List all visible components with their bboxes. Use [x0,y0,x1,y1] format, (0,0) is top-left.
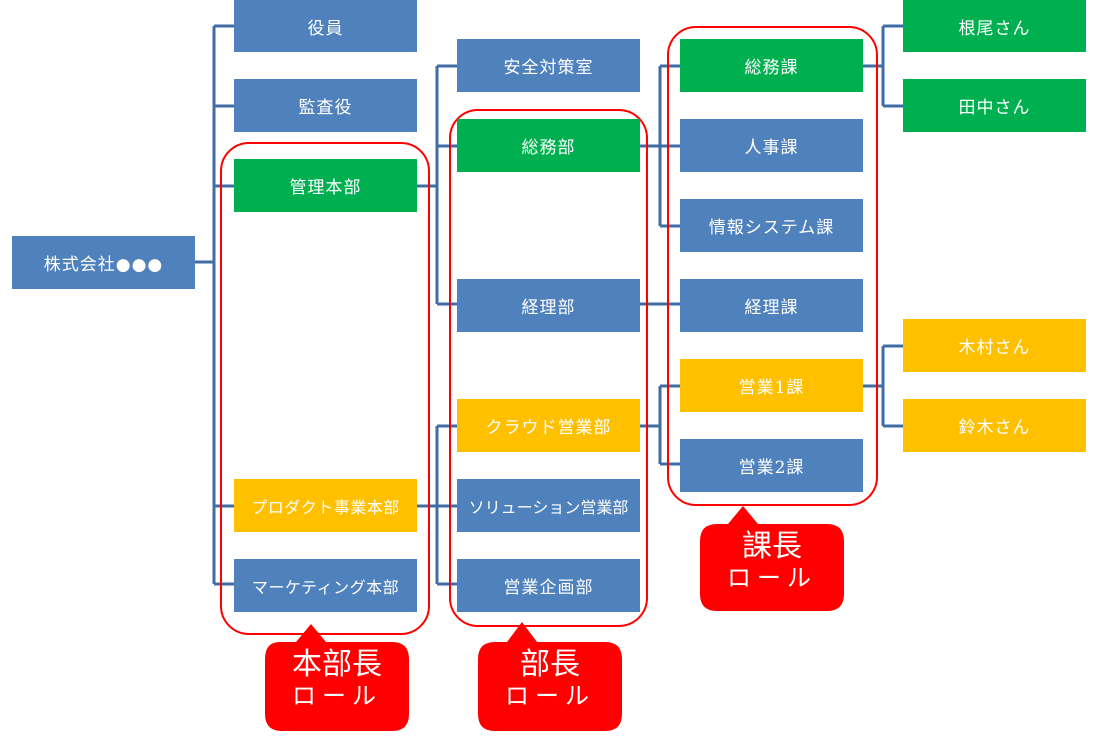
role-callout-kacho [700,506,844,611]
role-title: 本部長 [292,647,382,682]
node-solution-eigyobu: ソリューション営業部 [457,479,640,532]
role-callout-bucho [478,622,622,731]
role-label-kacho: 課長 ロール [700,529,844,592]
connector-soumuka-people [863,24,903,108]
connector-eigyo1-people [863,344,903,428]
role-callout-honbucho [265,624,409,731]
node-soumuka: 総務課 [680,39,863,92]
role-label-honbucho: 本部長 ロール [265,647,409,710]
node-anzen-taisakushitsu: 安全対策室 [457,39,640,92]
connector-soumubu-level3 [640,64,680,228]
connector-product-level2 [417,424,457,586]
node-soumubu: 総務部 [457,119,640,172]
role-subtitle: ロール [727,563,817,592]
node-keirika: 経理課 [680,279,863,332]
role-outline-bucho [449,109,648,627]
role-subtitle: ロール [505,681,595,710]
role-title: 課長 [742,529,802,564]
node-kansayaku: 監査役 [234,79,417,132]
connector-kanri-level2 [417,64,457,306]
node-joho-system-ka: 情報システム課 [680,199,863,252]
person-neo: 根尾さん [903,0,1086,52]
person-kimura: 木村さん [903,319,1086,372]
person-tanaka: 田中さん [903,79,1086,132]
person-suzuki: 鈴木さん [903,399,1086,452]
node-eigyo-1ka: 営業1課 [680,359,863,412]
role-outline-kacho [667,26,878,506]
node-eigyo-2ka: 営業2課 [680,439,863,492]
node-kanri-honbu: 管理本部 [234,159,417,212]
node-marketing-honbu: マーケティング本部 [234,559,417,612]
connector-company-level1 [195,24,234,586]
node-yakuin: 役員 [234,0,417,52]
node-cloud-eigyobu: クラウド営業部 [457,399,640,452]
role-subtitle: ロール [292,681,382,710]
node-eigyo-kikakubu: 営業企画部 [457,559,640,612]
role-label-bucho: 部長 ロール [478,647,622,710]
node-keiribu: 経理部 [457,279,640,332]
node-product-jigyo-honbu: プロダクト事業本部 [234,479,417,532]
company-box: 株式会社●●● [12,236,195,289]
connector-cloud-level3 [640,384,680,466]
node-jinjika: 人事課 [680,119,863,172]
role-title: 部長 [520,647,580,682]
role-outline-honbucho [220,142,430,635]
